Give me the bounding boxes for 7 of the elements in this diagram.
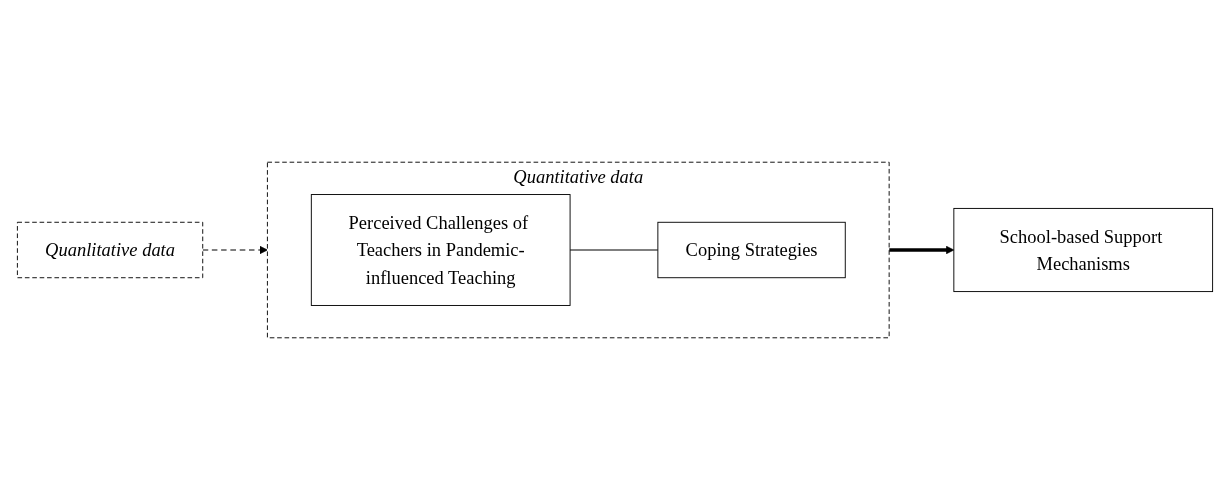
arrow [889, 245, 955, 255]
node-box: Coping Strategies [657, 221, 846, 279]
node-box: Quanlitative data [16, 221, 204, 279]
node-box: School-based Support Mechanisms [953, 207, 1214, 293]
arrow [202, 245, 268, 255]
node-box: Perceived Challenges of Teachers in Pandemic-influenced Teaching [310, 194, 571, 306]
connector [569, 249, 659, 251]
